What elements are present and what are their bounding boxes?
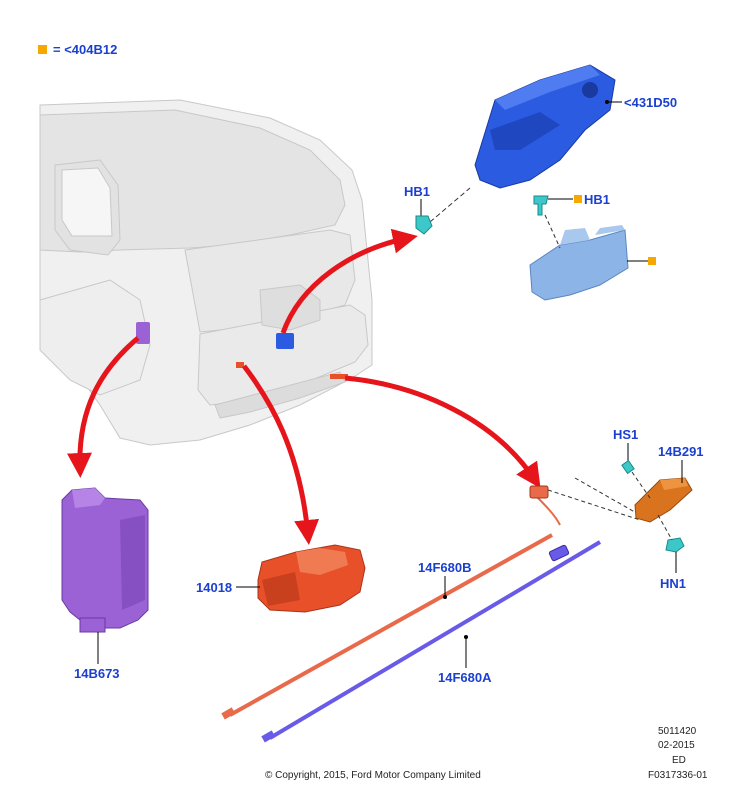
callout-hb1-right: HB1	[584, 192, 610, 207]
arrow-to-motor	[242, 364, 320, 545]
callout-hn1: HN1	[660, 576, 686, 591]
assembly-line-hs1	[631, 471, 651, 499]
legend-text: = <404B12	[53, 42, 117, 57]
callout-14f680b: 14F680B	[418, 560, 471, 575]
footer-date: 02-2015	[658, 740, 695, 751]
vehicle-motor-highlight	[236, 362, 244, 368]
callout-hb1-top: HB1	[404, 184, 430, 199]
footer-ref: F0317336-01	[648, 770, 708, 781]
hb1-clip-part	[415, 215, 433, 235]
assembly-line-bracket	[544, 214, 561, 249]
callout-14b673: 14B673	[74, 666, 120, 681]
vehicle-latch-highlight	[330, 374, 348, 379]
footer-ed: ED	[672, 755, 686, 766]
actuator-431d50-part	[474, 64, 616, 189]
hs1-screw-part	[621, 459, 635, 475]
arrow-to-latch-cable	[344, 375, 541, 489]
assembly-line-cable-a	[574, 477, 641, 516]
arrow-to-actuator-clip	[280, 228, 418, 334]
legend-square-icon	[38, 45, 47, 54]
cable-14f680b-part	[221, 485, 561, 720]
latch-14b291-part	[634, 477, 693, 523]
callout-hs1: HS1	[613, 427, 638, 442]
assembly-line-actuator	[429, 187, 471, 223]
hb1-clip-right-part	[533, 195, 549, 216]
assembly-line-hn1	[657, 514, 673, 541]
vehicle-module-highlight	[136, 322, 150, 344]
module-14b673-part	[61, 487, 149, 633]
assembly-line-cable-b	[547, 489, 641, 521]
callout-14018: 14018	[196, 580, 232, 595]
hb1-right-legend-icon	[574, 195, 582, 203]
hn1-nut-part	[665, 537, 685, 553]
vehicle-actuator-highlight	[276, 333, 294, 349]
motor-14018-part	[257, 544, 366, 613]
footer-code: 5011420	[658, 726, 697, 737]
arrow-to-module	[66, 336, 140, 478]
copyright-text: © Copyright, 2015, Ford Motor Company Li…	[265, 770, 481, 781]
callout-14b291: 14B291	[658, 444, 704, 459]
vehicle-rear-illustration	[39, 99, 373, 446]
callout-431d50: <431D50	[624, 95, 677, 110]
bracket-part	[529, 225, 629, 301]
cable-14f680a-part	[261, 540, 602, 743]
bracket-legend-icon	[648, 257, 656, 265]
callout-14f680a: 14F680A	[438, 670, 492, 685]
